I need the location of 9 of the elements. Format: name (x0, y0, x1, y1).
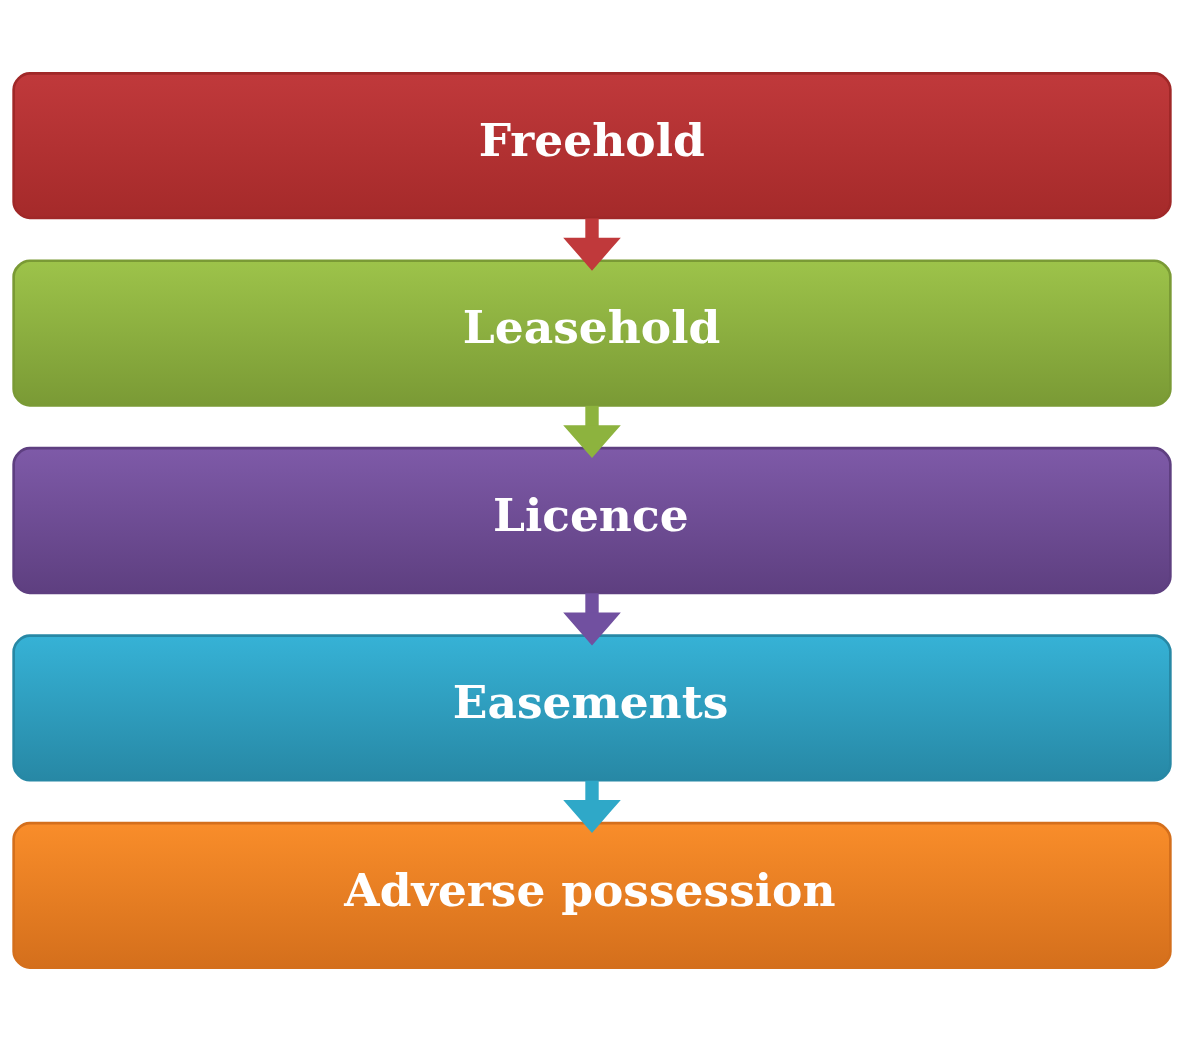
node-box: Easements (12, 634, 1172, 782)
arrow (563, 593, 621, 646)
node-box: Freehold (12, 72, 1172, 220)
node-box: Leasehold (12, 259, 1172, 407)
arrow (563, 405, 621, 459)
node-box: Adverse possession (12, 821, 1172, 969)
node-box: Licence (12, 446, 1172, 595)
arrow (563, 218, 621, 271)
arrow (563, 780, 621, 833)
